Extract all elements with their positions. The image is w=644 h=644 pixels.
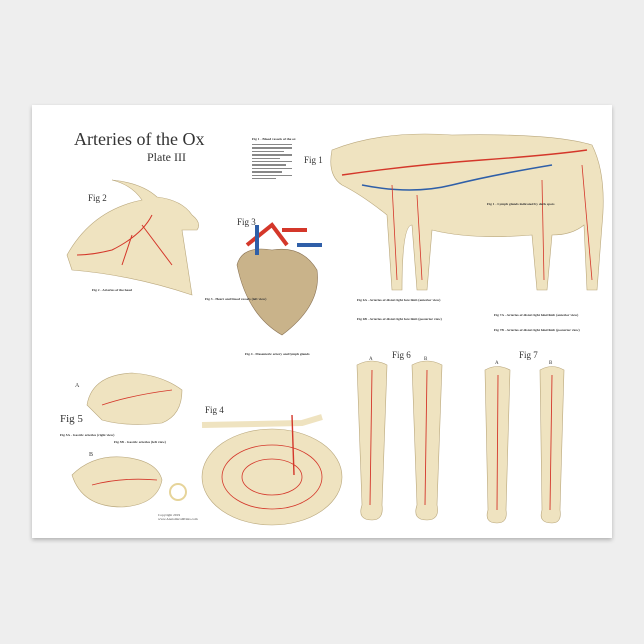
limbs-illustration bbox=[356, 360, 565, 524]
publisher-logo bbox=[169, 483, 187, 501]
fig7a-caption: Fig 7A - Arteries of distal right hind l… bbox=[494, 313, 579, 317]
fig4-label: Fig 4 bbox=[205, 405, 224, 415]
fig1-caption: Fig 1 - Blood vessels of the ox bbox=[252, 137, 296, 141]
fig1-label: Fig 1 bbox=[304, 155, 323, 165]
fig1-lymph-caption: Fig 1 - Lymph glands indicated by dark s… bbox=[487, 202, 555, 206]
fig7b-label: B bbox=[549, 361, 553, 366]
intestine-illustration bbox=[201, 414, 343, 526]
plate-number: Plate III bbox=[147, 150, 186, 164]
fig6a-caption: Fig 6A - Arteries of distal right fore l… bbox=[357, 298, 441, 302]
fig5-label: Fig 5 bbox=[60, 413, 83, 425]
fig7-label: Fig 7 bbox=[519, 350, 538, 360]
fig3-caption: Fig 3 - Heart and blood vessels (left vi… bbox=[205, 297, 267, 301]
website: www.AnatomicalPrints.com bbox=[158, 517, 198, 521]
fig6a-label: A bbox=[369, 357, 373, 362]
fig2-caption: Fig 2 - Arteries of the head bbox=[92, 288, 132, 292]
fig5b-caption: Fig 5B - Gastric arteries (left view) bbox=[114, 440, 166, 444]
fig2-label: Fig 2 bbox=[88, 193, 107, 203]
fig6b-label: B bbox=[424, 357, 428, 362]
fig5a-caption: Fig 5A - Gastric arteries (right view) bbox=[60, 433, 115, 437]
poster-title: Arteries of the Ox bbox=[74, 129, 205, 149]
anatomy-poster: Arteries of the Ox Plate III Fig 1 Fig 2… bbox=[32, 105, 612, 538]
fig7a-label: A bbox=[495, 361, 499, 366]
fig5a-label: A bbox=[75, 383, 80, 389]
fig3-label: Fig 3 bbox=[237, 217, 256, 227]
fig6-label: Fig 6 bbox=[392, 350, 411, 360]
ox-body-illustration bbox=[330, 133, 604, 291]
fig7b-caption: Fig 7B - Arteries of distal right hind l… bbox=[494, 328, 580, 332]
anatomical-illustrations bbox=[66, 133, 604, 526]
fig1-legend-lines bbox=[252, 142, 292, 180]
stomach-illustration bbox=[71, 372, 183, 508]
copyright: Copyright 2019 bbox=[158, 513, 181, 517]
heart-illustration bbox=[236, 222, 322, 336]
fig5b-label: B bbox=[89, 452, 94, 458]
fig4-caption: Fig 4 - Mesenteric artery and lymph glan… bbox=[245, 352, 310, 356]
fig6b-caption: Fig 6B - Arteries of distal right fore l… bbox=[357, 317, 442, 321]
ox-head-illustration bbox=[66, 179, 199, 296]
